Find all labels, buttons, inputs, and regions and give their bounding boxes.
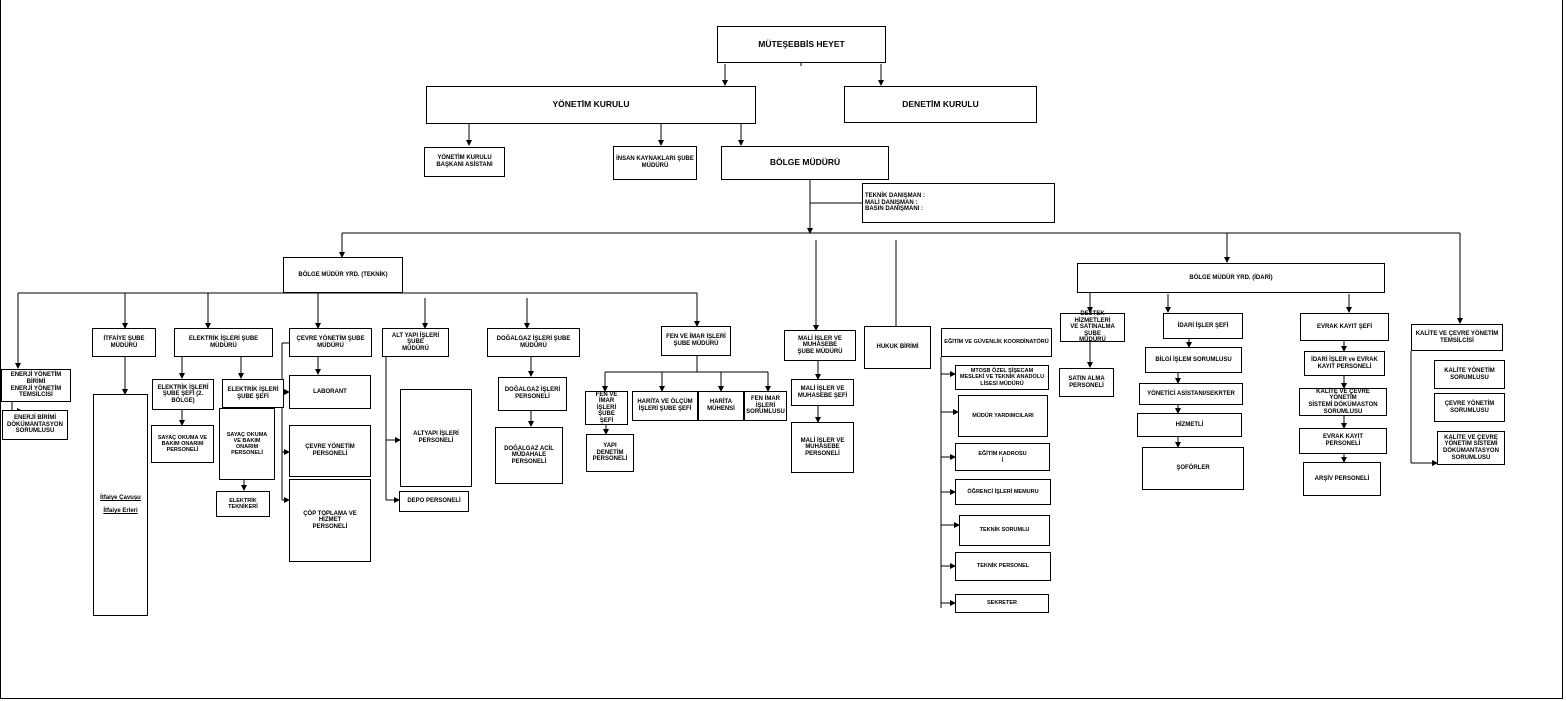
enerji-yonetim-temsilcisi-box: ENERJİ YÖNETİM BİRİMİ ENERJİ YÖNETİM TEM… [1,369,71,402]
idari-evrak-kayit-personeli-box: İDARİ İŞLER ve EVRAK KAYIT PERSONELİ [1304,351,1385,376]
hizmetli-box: HİZMETLİ [1137,413,1242,437]
evrak-kayit-personeli-box: EVRAK KAYIT PERSONELİ [1299,428,1387,454]
denetim-kurulu-box: DENETİM KURULU [844,86,1037,123]
enerji-dokumantasyon-box: ENERJİ BİRİMİ DÖKÜMANTASYON SORUMLUSU [2,410,68,440]
mali-isler-sefi-box: MALİ İŞLER VE MUHASEBE ŞEFİ [791,379,854,406]
mali-isler-personeli-box: MALİ İŞLER VE MUHASEBE PERSONELİ [791,422,854,473]
soforler-box: ŞOFÖRLER [1142,447,1244,490]
itfaiye-erleri-label: İtfaiye Erleri [103,508,138,514]
insan-kaynaklari-box: İNSAN KAYNAKLARI ŞUBE MÜDÜRÜ [613,146,697,180]
arsiv-personeli-box: ARŞİV PERSONELİ [1303,462,1381,496]
idari-isler-sefi-box: İDARİ İŞLER ŞEFİ [1163,313,1243,339]
mtosb-lisesi-muduru-box: MTOSB ÖZEL ŞİŞECAM MESLEKİ VE TEKNİK ANA… [955,365,1049,390]
alt-yapi-sube-muduru-box: ALT YAPI İŞLERİ ŞUBE MÜDÜRÜ [382,328,449,357]
dogalgaz-sube-muduru-box: DOĞALGAZ İŞLERİ ŞUBE MÜDÜRÜ [487,328,580,357]
muteşebbis-heyet-box: MÜTEŞEBBİS HEYET [717,26,886,63]
itfaiye-cavusu-label: İtfaiye Çavuşu [100,495,141,502]
mali-isler-sube-muduru-box: MALİ İŞLER VE MUHASEBE ŞUBE MÜDÜRÜ [784,330,856,361]
sayac-okuma-personeli-1-box: SAYAÇ OKUMA VE BAKIM ONARIM PERSONELİ [151,425,214,463]
elektrik-sef-2-bolge-box: ELEKTRİK İŞLERİ ŞUBE ŞEFİ (2. BÖLGE) [152,379,214,410]
cevre-yonetim-sorumlusu-box: ÇEVRE YÖNETİM SORUMLUSU [1434,393,1505,422]
elektrik-sube-muduru-box: ELEKTRİK İŞLERİ ŞUBE MÜDÜRÜ [174,328,273,357]
dogalgaz-isleri-personeli-box: DOĞALGAZ İŞLERİ PERSONELİ [498,377,567,411]
kalite-cevre-dokumaston-sorumlusu-box: KALİTE VE ÇEVRE YÖNETİM SİSTEMİ DÖKÜMAST… [1299,388,1387,416]
egitim-kadrosu-box: EĞİTİM KADROSU ( [955,443,1050,471]
yapi-denetim-personeli-box: YAPI DENETİM PERSONELİ [586,434,634,472]
yonetim-kurulu-box: YÖNETİM KURULU [426,86,756,124]
evrak-kayit-sefi-box: EVRAK KAYIT ŞEFİ [1300,313,1389,341]
destek-hizmetleri-box: DESTEK HİZMETLERİ VE SATINALMA ŞUBE MÜDÜ… [1060,311,1125,343]
fen-imar-sube-sefi-box: FEN VE İMAR İŞLERİ ŞUBE ŞEFİ [585,391,628,425]
yk-baskani-asistani-box: YÖNETİM KURULU BAŞKANI ASİSTANI [424,147,505,177]
bolge-mudur-yrd-idari-box: BÖLGE MÜDÜR YRD. (İDARİ) [1077,263,1385,293]
harita-olcum-sefi-box: HARİTA VE ÖLÇÜM İŞLERİ ŞUBE ŞEFİ [632,391,698,421]
hukuk-birimi-box: HUKUK BİRİMİ [864,326,931,369]
elektrik-teknikeri-box: ELEKTRİK TEKNİKERİ [216,491,270,517]
itfaiye-sube-muduru-box: İTFAİYE ŞUBE MÜDÜRÜ [92,328,156,357]
kalite-cevre-dokumantasyon-sorumlusu-box: KALİTE VE ÇEVRE YÖNETİM SİSTEMİ DÖKÜMANT… [1437,431,1505,465]
satin-alma-personeli-box: SATIN ALMA PERSONELİ [1059,368,1114,397]
kalite-yonetim-sorumlusu-box: KALİTE YÖNETİM SORUMLUSU [1434,360,1505,389]
kalite-cevre-temsilcisi-box: KALİTE VE ÇEVRE YÖNETİM TEMSİLCİSİ [1411,324,1503,351]
laborant-box: LABORANT [289,375,371,409]
yonetici-asistani-box: YÖNETİCİ ASİSTANI/SEKRTER [1139,383,1243,405]
ogrenci-isleri-memuru-box: ÖĞRENCİ İŞLERİ MEMURU [955,479,1051,505]
cevre-yonetim-sube-muduru-box: ÇEVRE YÖNETİM ŞUBE MÜDÜRÜ [289,328,372,357]
teknik-sorumlu-box: TEKNİK SORUMLU [959,515,1050,546]
danismanlar-box: TEKNİK DANIŞMAN : MALİ DANIŞMAN : BASIN … [862,183,1055,223]
cop-toplama-personeli-box: ÇÖP TOPLAMA VE HİZMET PERSONELİ [289,479,371,562]
itfaiye-personel-box: İtfaiye Çavuşu İtfaiye Erleri [93,394,148,616]
dogalgaz-acil-mudahale-box: DOĞALGAZ ACİL MÜDAHALE PERSONELİ [495,427,563,484]
bolge-muduru-box: BÖLGE MÜDÜRÜ [721,146,889,180]
egitim-guvenlik-koordinatoru-box: EĞİTİM VE GÜVENLİK KOORDİNATÖRÜ [941,328,1052,357]
altyapi-personeli-box: ALTYAPI İŞLERİ PERSONELİ [400,389,472,487]
bilgi-islem-sorumlusu-box: BİLGİ İŞLEM SORUMLUSU [1145,347,1242,373]
depo-personeli-box: DEPO PERSONELİ [399,491,469,512]
elektrik-sube-sefi-box: ELEKTRİK İŞLERİ ŞUBE ŞEFİ [222,379,284,408]
sekreter-box: SEKRETER [955,594,1049,613]
teknik-personel-box: TEKNİK PERSONEL [955,552,1051,581]
fen-imar-sube-muduru-box: FEN VE İMAR İŞLERİ ŞUBE MÜDÜRÜ [661,326,731,356]
fen-imar-sorumlusu-box: FEN İMAR İŞLERİ SORUMLUSU [744,391,787,421]
sayac-okuma-personeli-2-box: SAYAÇ OKUMA VE BAKIM ONARIM PERSONELİ [219,408,275,480]
mudur-yardimcilari-box: MÜDÜR YARDIMCILARI [958,395,1048,437]
harita-muhendisi-box: HARİTA MÜHENSİ [698,391,744,421]
bolge-mudur-yrd-teknik-box: BÖLGE MÜDÜR YRD. (TEKNİK) [283,257,403,293]
cevre-yonetim-personeli-box: ÇEVRE YÖNETİM PERSONELİ [289,425,371,477]
